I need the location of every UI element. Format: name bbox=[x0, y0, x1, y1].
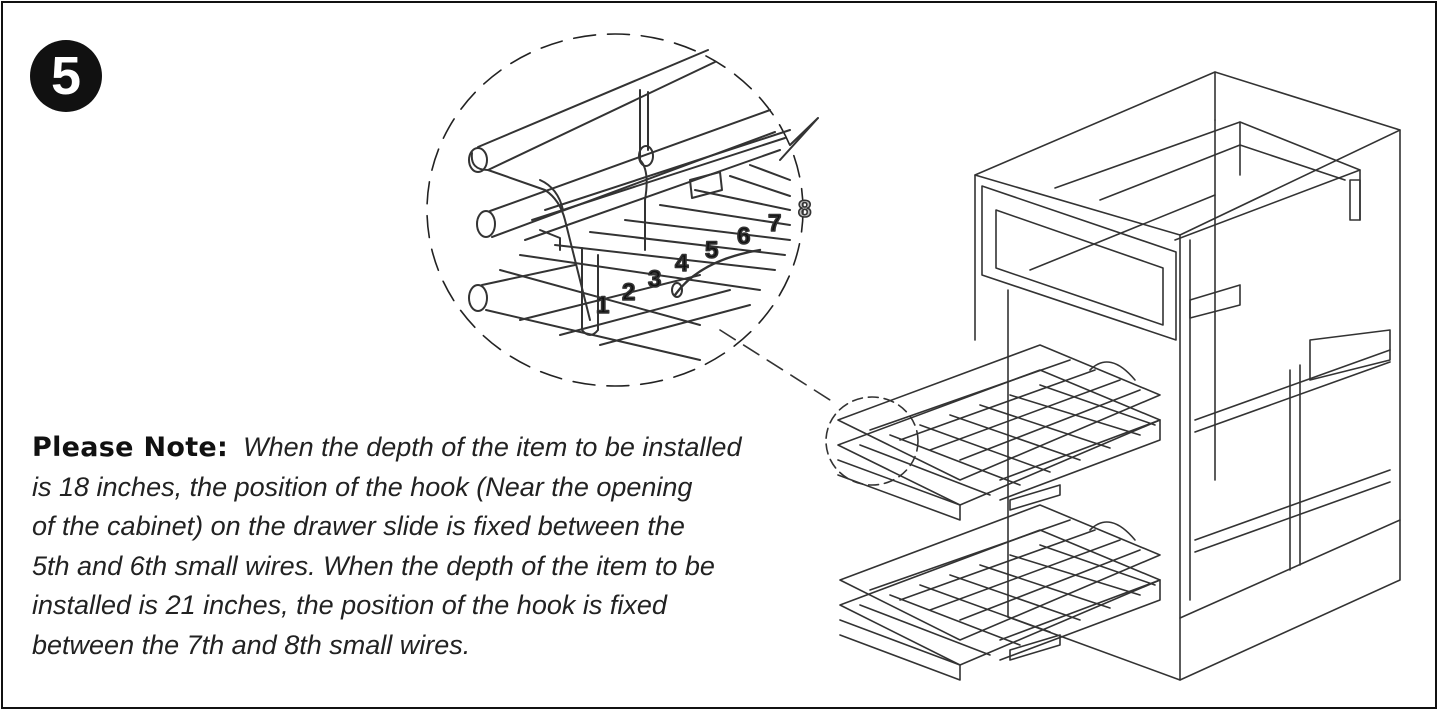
note-line-4: 5th and 6th small wires. When the depth … bbox=[32, 550, 715, 581]
upper-pullout-basket bbox=[837, 344, 1161, 521]
zoom-callout: 1 2 3 4 5 6 7 8 bbox=[426, 33, 919, 486]
note-line-6: between the 7th and 8th small wires. bbox=[32, 629, 471, 660]
step-number: 5 bbox=[50, 46, 82, 106]
basket-rails bbox=[468, 49, 819, 361]
wire-number-7: 7 bbox=[768, 210, 781, 237]
wire-number-1: 1 bbox=[596, 292, 609, 319]
wire-number-4: 4 bbox=[675, 250, 689, 277]
installation-note: Please Note: When the depth of the item … bbox=[32, 428, 822, 665]
note-label: Please Note: bbox=[32, 432, 229, 463]
note-line-3: of the cabinet) on the drawer slide is f… bbox=[32, 511, 685, 541]
base-cabinet bbox=[837, 71, 1401, 681]
note-line-5: installed is 21 inches, the position of … bbox=[32, 590, 667, 620]
lower-pullout-basket bbox=[839, 504, 1161, 681]
wire-number-5: 5 bbox=[705, 237, 718, 264]
wire-number-3: 3 bbox=[648, 266, 661, 293]
drawer-front bbox=[981, 185, 1177, 341]
wire-number-8: 8 bbox=[798, 196, 811, 223]
drawer-box bbox=[1054, 121, 1361, 241]
note-line-2: is 18 inches, the position of the hook (… bbox=[32, 471, 693, 502]
wire-number-2: 2 bbox=[622, 279, 635, 306]
wire-number-6: 6 bbox=[737, 223, 750, 250]
detail-circle bbox=[825, 396, 919, 486]
callout-leader-1 bbox=[719, 329, 831, 401]
note-line-1: When the depth of the item to be install… bbox=[243, 432, 742, 462]
step-number-badge: 5 bbox=[30, 40, 102, 112]
callout-circle bbox=[426, 33, 804, 387]
